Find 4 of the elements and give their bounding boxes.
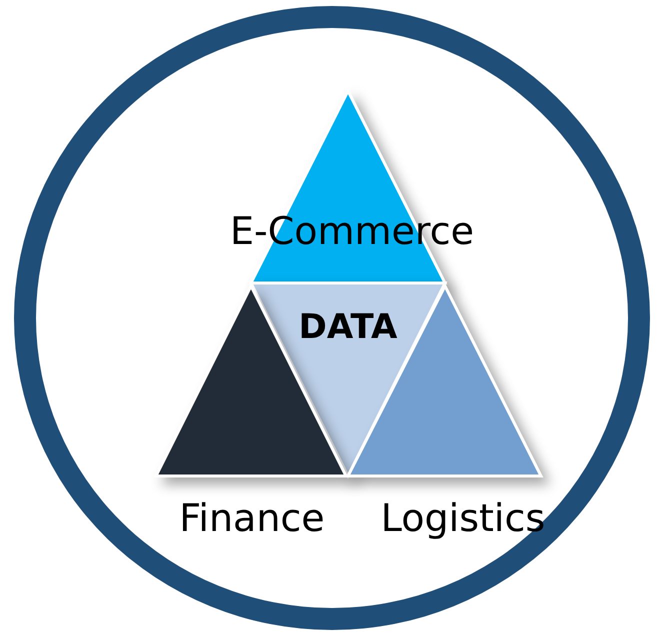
center-label: DATA xyxy=(298,307,398,347)
circle-frame xyxy=(14,6,650,630)
segment-label: Logistics xyxy=(380,496,546,540)
segment-label: Finance xyxy=(178,496,326,540)
